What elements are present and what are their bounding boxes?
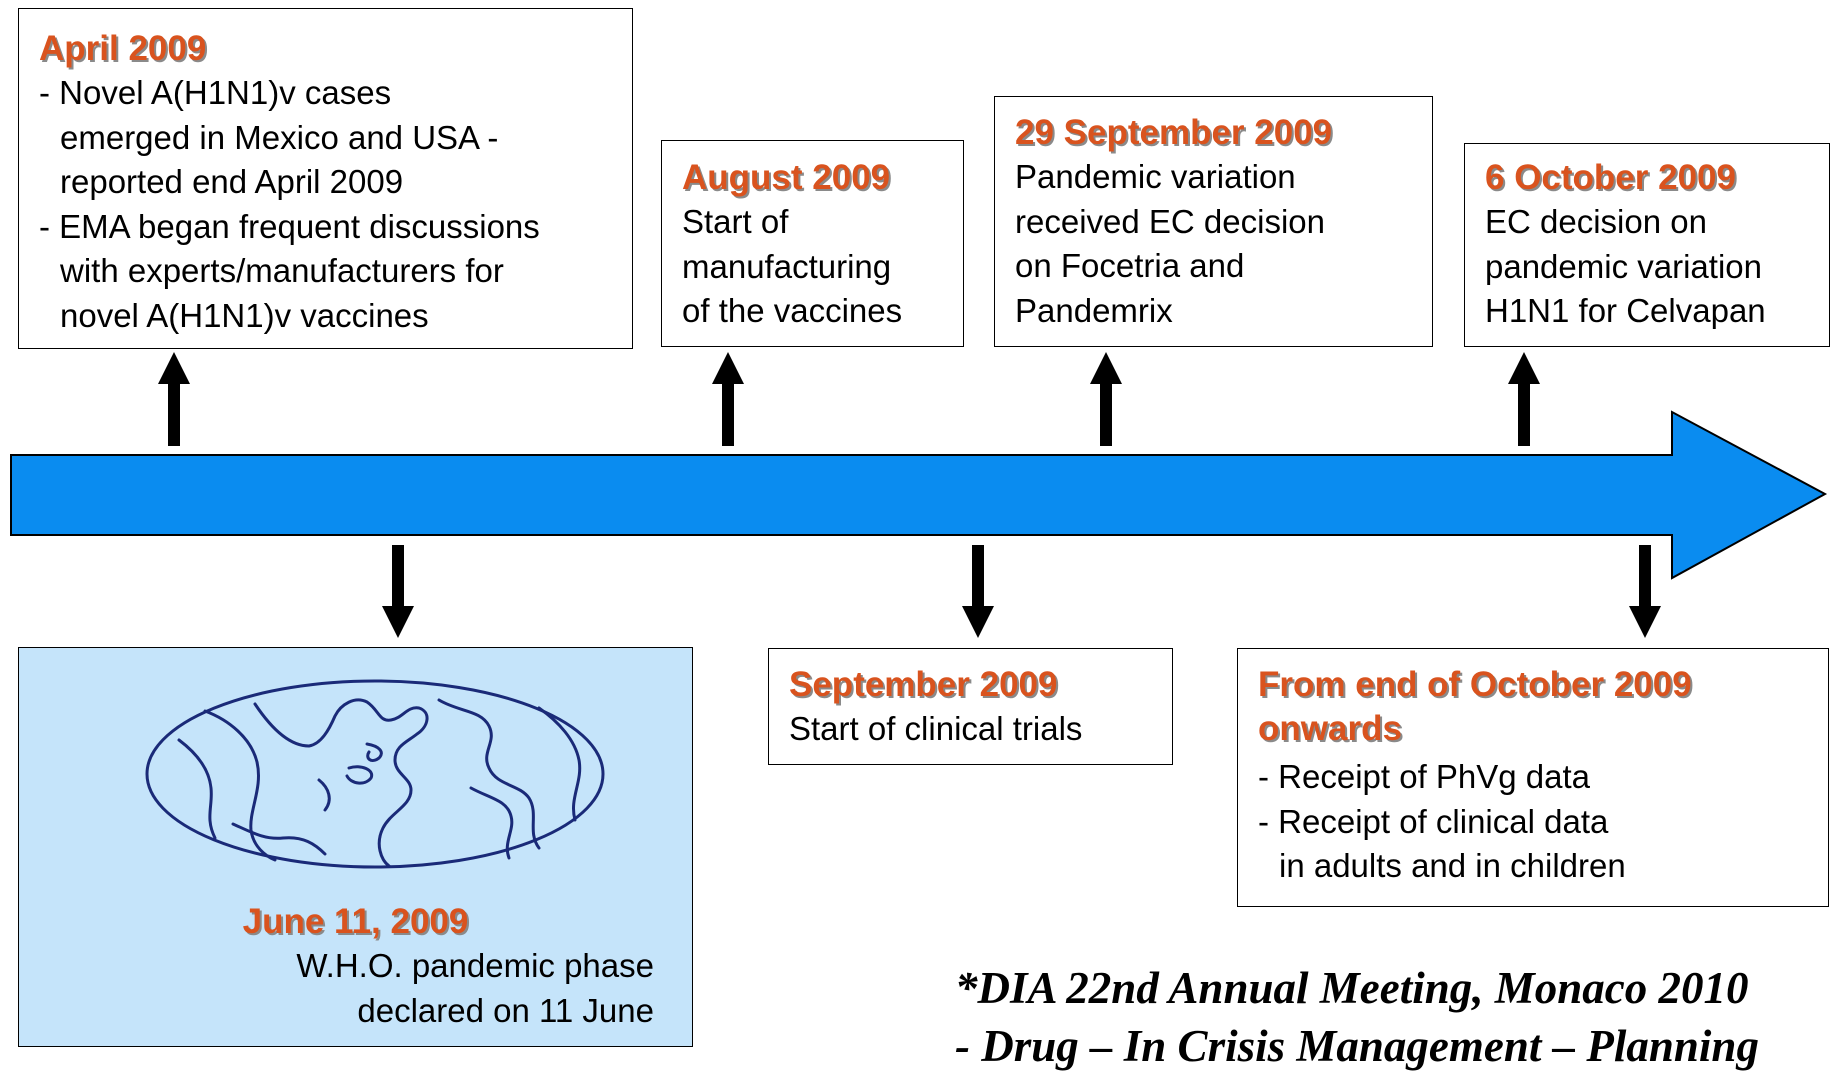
- up-arrow-august: [712, 352, 744, 446]
- event-box-august-2009: August 2009 Start of manufacturing of th…: [661, 140, 964, 347]
- event-line: H1N1 for Celvapan: [1485, 292, 1766, 329]
- event-line: Pandemic variation: [1015, 158, 1296, 195]
- footer-citation-line2: - Drug – In Crisis Management – Planning: [955, 1021, 1759, 1071]
- event-line: reported end April 2009: [60, 163, 404, 200]
- timeline-arrow: [10, 410, 1828, 580]
- event-heading: From end of October 2009: [1258, 665, 1692, 704]
- event-heading: 29 September 2009: [1015, 113, 1333, 152]
- june-lines: W.H.O. pandemic phase declared on 11 Jun…: [296, 944, 654, 1033]
- event-line: of the vaccines: [682, 292, 903, 329]
- event-line: declared on 11 June: [357, 991, 654, 1029]
- event-heading: onwards: [1258, 709, 1402, 748]
- event-box-end-october-2009: From end of October 2009 onwards - Recei…: [1237, 648, 1829, 907]
- event-line: Start of: [682, 203, 789, 240]
- event-line: pandemic variation: [1485, 247, 1762, 285]
- footer-citation-line1: *DIA 22nd Annual Meeting, Monaco 2010: [955, 963, 1749, 1013]
- event-line: on Focetria and: [1015, 247, 1245, 284]
- event-box-april-2009: April 2009 - Novel A(H1N1)v cases emerge…: [18, 8, 633, 349]
- event-box-june-11-2009: June 11, 2009 W.H.O. pandemic phase decl…: [18, 647, 693, 1047]
- event-heading: June 11, 2009: [242, 902, 469, 941]
- event-line: emerged in Mexico and USA -: [60, 118, 499, 156]
- event-line: Start of clinical trials: [789, 710, 1083, 747]
- timeline-graphics: [10, 352, 1828, 638]
- event-line: - Receipt of PhVg data: [1258, 758, 1591, 795]
- june-text: June 11, 2009: [19, 900, 692, 944]
- event-line: in adults and in children: [1279, 847, 1626, 884]
- event-line: manufacturing: [682, 247, 892, 285]
- event-line: - EMA began frequent discussions: [39, 207, 540, 245]
- event-box-september-2009: September 2009 Start of clinical trials: [768, 648, 1173, 765]
- globe-icon: [145, 679, 605, 869]
- event-line: with experts/manufacturers for: [60, 252, 504, 289]
- up-arrow-oct6: [1508, 352, 1540, 446]
- down-arrow-september: [962, 545, 994, 638]
- event-line: novel A(H1N1)v vaccines: [60, 296, 429, 334]
- event-heading: April 2009: [39, 29, 207, 68]
- event-line: Pandemrix: [1015, 291, 1173, 329]
- event-line: - Novel A(H1N1)v cases: [39, 74, 392, 111]
- event-line: EC decision on: [1485, 203, 1707, 240]
- up-arrow-april: [158, 352, 190, 446]
- down-arrow-june: [382, 545, 414, 638]
- event-line: W.H.O. pandemic phase: [296, 947, 654, 984]
- event-heading: September 2009: [789, 665, 1058, 704]
- event-line: - Receipt of clinical data: [1258, 802, 1609, 840]
- up-arrow-sep29: [1090, 352, 1122, 446]
- event-line: received EC decision: [1015, 202, 1325, 240]
- event-heading: August 2009: [682, 158, 891, 197]
- down-arrow-octend: [1629, 545, 1661, 638]
- event-box-6-october-2009: 6 October 2009 EC decision on pandemic v…: [1464, 143, 1830, 347]
- event-heading: 6 October 2009: [1485, 158, 1736, 197]
- event-box-29-september-2009: 29 September 2009 Pandemic variation rec…: [994, 96, 1433, 347]
